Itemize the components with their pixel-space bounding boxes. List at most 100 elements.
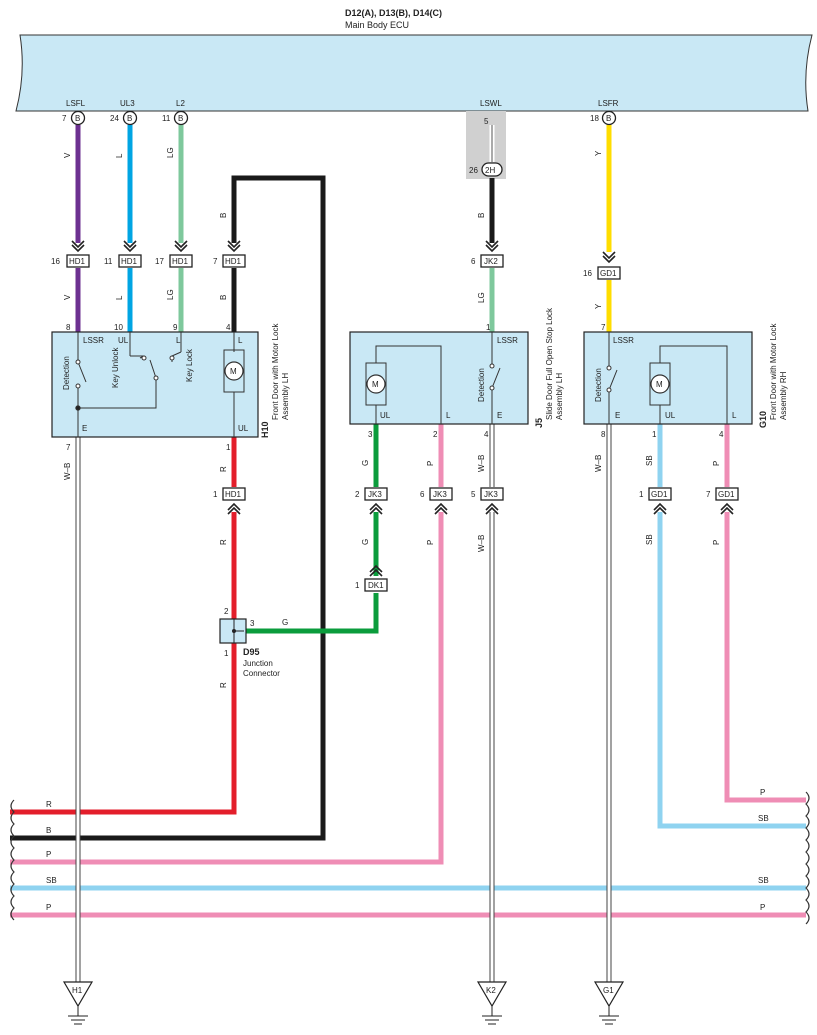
- connector-label: JK3: [433, 490, 447, 499]
- chevron-icon: [71, 240, 85, 253]
- ecu-pin: 18: [590, 114, 599, 123]
- component-h10: 8 10 9 4 7 1 LSSR UL L L UL E Detection …: [51, 323, 290, 452]
- chevron-icon: [720, 502, 734, 515]
- wire-p: [724, 512, 806, 803]
- connector-dk1: DK1 1: [355, 578, 388, 592]
- terminal-label: UL: [238, 424, 249, 433]
- pin-number: 1: [486, 323, 491, 332]
- wires: [10, 125, 806, 982]
- terminal-conn: B: [178, 114, 183, 123]
- wire-label: G: [282, 618, 288, 627]
- wire-label: P: [760, 788, 765, 797]
- wire-label: SB: [758, 876, 769, 885]
- connector-hd1: HD1 1: [213, 487, 246, 501]
- ecu-terminal-ul3: UL3: [120, 99, 135, 108]
- terminal-label: LSSR: [613, 336, 634, 345]
- terminal-label: UL: [380, 411, 391, 420]
- g10-internal-circuit: [606, 332, 728, 424]
- wire-label: P: [760, 903, 765, 912]
- pin-number: 1: [226, 443, 231, 452]
- component-j5: 1 3 2 4 LSSR UL L E Detection M J5 Slide…: [349, 307, 564, 439]
- terminal-circle: [122, 110, 138, 126]
- pin-number: 7: [66, 443, 71, 452]
- component-id: G10: [758, 411, 768, 428]
- connector-chevrons: [71, 240, 734, 577]
- connector-label: JK3: [368, 490, 382, 499]
- motor-label: M: [656, 380, 663, 389]
- component-id: J5: [534, 418, 544, 428]
- chevron-icon: [123, 240, 137, 253]
- connector-label: HD1: [121, 257, 138, 266]
- harness-break-marks: [10, 791, 810, 925]
- terminal-label: L: [446, 411, 451, 420]
- wire-r: [10, 640, 237, 815]
- wire-g: [244, 593, 379, 634]
- pin-number: 8: [601, 430, 606, 439]
- wire-label: L: [115, 153, 124, 158]
- wire-label: B: [477, 213, 486, 218]
- connector-jk2: JK2 6: [471, 254, 504, 268]
- connector-label: HD1: [69, 257, 86, 266]
- ground-symbols: H1 K2 G1: [62, 981, 625, 1025]
- component-name: Slide Door Full Open Stop Lock: [545, 307, 554, 420]
- wire-label: W–B: [594, 455, 603, 472]
- chevron-icon: [369, 564, 383, 577]
- connector-jk3: JK3 6: [420, 487, 453, 501]
- ecu-terminal-l2: L2: [176, 99, 185, 108]
- motor-icon: M: [649, 362, 671, 406]
- connector-pin: 16: [583, 269, 592, 278]
- connector-label: GD1: [600, 269, 617, 278]
- junction-connector-d95: 2 3 1 D95 Junction Connector: [219, 607, 280, 678]
- chevron-icon: [227, 240, 241, 253]
- wire-label: W–B: [477, 535, 486, 552]
- terminal-label: E: [497, 411, 502, 420]
- connector-pin: 7: [213, 257, 218, 266]
- wire-label: G: [361, 539, 370, 545]
- wire-label: R: [219, 539, 228, 545]
- chevron-icon: [653, 502, 667, 515]
- connector-label: JK3: [484, 490, 498, 499]
- connector-pin: 1: [355, 581, 360, 590]
- connector-label: HD1: [225, 490, 242, 499]
- terminal-label: E: [615, 411, 620, 420]
- ground-label: H1: [72, 986, 83, 995]
- wire-label: W–B: [63, 463, 72, 480]
- connector-pin: 17: [155, 257, 164, 266]
- terminal-label: UL: [665, 411, 676, 420]
- terminal-label: L: [176, 336, 181, 345]
- wire-label: Y: [594, 150, 603, 156]
- wire-label: V: [63, 294, 72, 300]
- chevron-icon: [174, 240, 188, 253]
- connector-pin: 6: [420, 490, 425, 499]
- terminal-label: E: [82, 424, 87, 433]
- component-id: D95: [243, 647, 260, 657]
- component-name: Assembly LH: [281, 373, 290, 420]
- wire-b: [10, 175, 326, 841]
- wire-p: [10, 512, 444, 865]
- wire-label: P: [46, 850, 51, 859]
- component-name: Assembly LH: [555, 373, 564, 420]
- wire-label: LG: [166, 289, 175, 300]
- ground-label: K2: [486, 986, 496, 995]
- ground-icon: K2: [476, 981, 508, 1025]
- connector-hd1: HD1 17: [155, 254, 193, 268]
- wire-label: P: [712, 461, 721, 466]
- terminal-label: LSSR: [83, 336, 104, 345]
- chevron-icon: [227, 502, 241, 515]
- connector-pin: 11: [104, 257, 113, 266]
- chevron-icon: [485, 502, 499, 515]
- terminal-label: L: [238, 336, 243, 345]
- wire-label: LG: [477, 292, 486, 303]
- pin-number: 8: [66, 323, 71, 332]
- ecu-pin: 7: [62, 114, 67, 123]
- motor-icon: M: [223, 349, 245, 393]
- ecu-title: D12(A), D13(B), D14(C): [345, 8, 442, 18]
- connector-gd1: GD1 1: [639, 487, 672, 501]
- wire-label: R: [46, 800, 52, 809]
- connector-label: GD1: [718, 490, 735, 499]
- wire-label: SB: [758, 814, 769, 823]
- chevron-icon: [434, 502, 448, 515]
- wire-label: Y: [594, 303, 603, 309]
- pin-number: 2: [224, 607, 229, 616]
- wire-label: V: [63, 152, 72, 158]
